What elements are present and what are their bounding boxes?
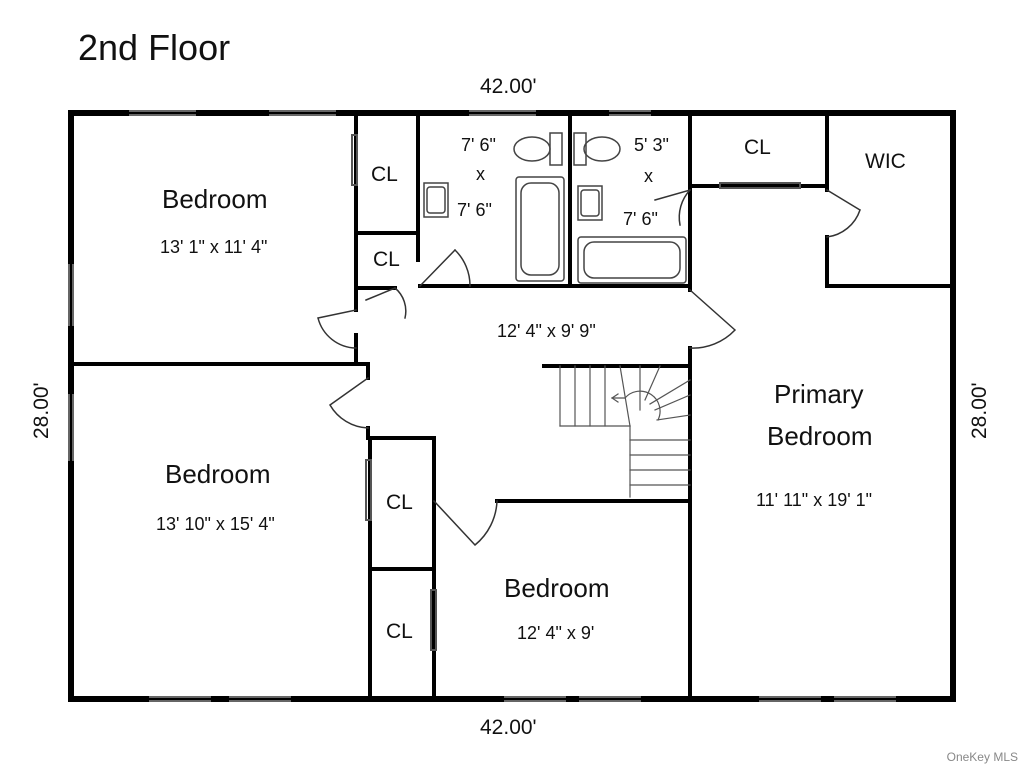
bath2-dim-line3: 7' 6" [623, 209, 658, 229]
closet-label-3: CL [386, 491, 413, 514]
fixtures [423, 132, 687, 284]
watermark: OneKey MLS [946, 750, 1018, 764]
room-size-bedroom-s: 12' 4" x 9' [517, 623, 595, 643]
bath1-dim-line3: 7' 6" [457, 200, 492, 220]
room-name-bedroom-sw: Bedroom [165, 459, 271, 489]
room-name-bedroom-s: Bedroom [504, 573, 610, 603]
closet-label-2: CL [373, 248, 400, 271]
bath2-dim-line2: x [644, 166, 653, 186]
room-size-primary: 11' 11" x 19' 1" [756, 490, 873, 510]
stairs [559, 365, 691, 498]
bath1-dim-line2: x [476, 164, 485, 184]
room-name-primary-line2: Bedroom [767, 421, 873, 451]
room-size-bedroom-sw: 13' 10" x 15' 4" [156, 514, 275, 534]
bath2-dim-line1: 5' 3" [634, 135, 669, 155]
dimension-bottom: 42.00' [480, 716, 537, 739]
closet-label-5: CL [744, 136, 771, 159]
exterior-wall [68, 110, 956, 702]
walk-in-closet-label: WIC [865, 150, 906, 173]
closet-label-4: CL [386, 620, 413, 643]
room-size-hall: 12' 4" x 9' 9" [497, 321, 596, 341]
dimension-top: 42.00' [480, 75, 537, 98]
closet-doors [351, 134, 801, 651]
dimension-right: 28.00' [968, 382, 991, 439]
room-size-bedroom-nw: 13' 1" x 11' 4" [160, 237, 268, 257]
doors [317, 188, 862, 547]
closet-label-1: CL [371, 163, 398, 186]
windows [68, 110, 896, 702]
plan-title: 2nd Floor [78, 27, 231, 68]
room-name-bedroom-nw: Bedroom [162, 184, 268, 214]
interior-walls [69, 111, 955, 701]
bath1-dim-line1: 7' 6" [461, 135, 496, 155]
dimension-left: 28.00' [30, 382, 53, 439]
room-name-primary-line1: Primary [774, 379, 864, 409]
